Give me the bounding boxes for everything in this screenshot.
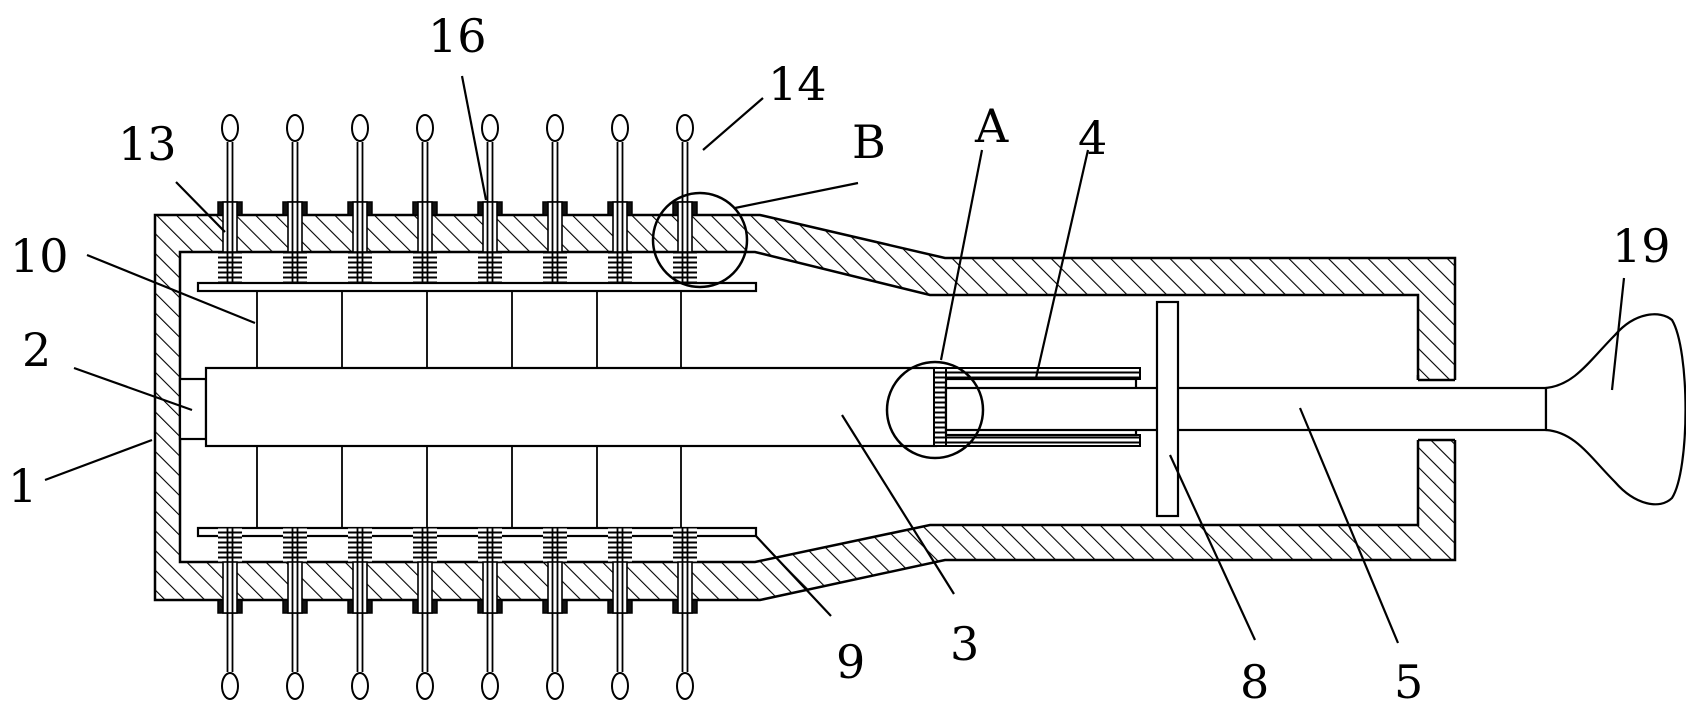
guide-tube xyxy=(547,201,563,253)
needle-assembly xyxy=(672,528,698,700)
handle-knob xyxy=(1544,313,1686,506)
guide-tube xyxy=(417,561,433,614)
needle-assembly xyxy=(542,528,568,700)
bulb-tip xyxy=(546,672,564,700)
label-14: 14 xyxy=(768,57,827,111)
label-19: 19 xyxy=(1612,219,1671,273)
spring xyxy=(218,252,242,283)
spring xyxy=(413,252,437,283)
guide-tube xyxy=(677,561,693,614)
guide-tube xyxy=(287,561,303,614)
detail-circle-a xyxy=(885,360,985,460)
central-rod xyxy=(204,366,938,448)
label-13: 13 xyxy=(118,117,177,171)
bulb-tip xyxy=(546,114,564,142)
spring xyxy=(608,252,632,283)
spring xyxy=(283,252,307,283)
upper-plate xyxy=(196,281,758,293)
needle-assembly xyxy=(477,114,503,283)
bulb-tip xyxy=(611,672,629,700)
needle-assembly xyxy=(282,528,308,700)
bulb-tip xyxy=(416,114,434,142)
bulb-tip xyxy=(676,114,694,142)
guide-tube xyxy=(352,201,368,253)
needle-assembly xyxy=(347,528,373,700)
needle-assembly xyxy=(347,114,373,283)
spring xyxy=(283,528,307,562)
bulb-tip xyxy=(481,114,499,142)
spring xyxy=(478,252,502,283)
label-3: 3 xyxy=(950,617,979,671)
label-5: 5 xyxy=(1394,655,1423,709)
bulb-tip xyxy=(286,672,304,700)
spring xyxy=(348,528,372,562)
guide-tube xyxy=(612,201,628,253)
spring xyxy=(478,528,502,562)
guide-tube xyxy=(287,201,303,253)
label-10: 10 xyxy=(10,229,69,283)
guide-tube xyxy=(222,201,238,253)
bulb-tip xyxy=(286,114,304,142)
needle-assembly xyxy=(542,114,568,283)
bulb-tip xyxy=(611,114,629,142)
bulb-tip xyxy=(351,114,369,142)
spring xyxy=(608,528,632,562)
guide-tube xyxy=(612,561,628,614)
spring xyxy=(543,528,567,562)
lower-plate xyxy=(196,526,758,538)
needle-assembly xyxy=(607,114,633,283)
spring xyxy=(218,528,242,562)
bulb-tip xyxy=(416,672,434,700)
needle-assembly xyxy=(477,528,503,700)
label-9: 9 xyxy=(836,635,865,689)
spring xyxy=(413,528,437,562)
bulb-tip xyxy=(481,672,499,700)
left-end-stub xyxy=(178,377,208,441)
label-8: 8 xyxy=(1240,655,1269,709)
label-b: B xyxy=(852,115,886,169)
bulb-tip xyxy=(351,672,369,700)
needle-assembly xyxy=(412,114,438,283)
label-16: 16 xyxy=(428,9,487,63)
detail-circle-b xyxy=(651,191,749,289)
part-labels: 1 2 10 13 16 14 B A 4 19 3 9 8 5 xyxy=(8,9,1671,709)
needle-assembly xyxy=(672,114,698,283)
bulb-tip xyxy=(221,672,239,700)
guide-tube xyxy=(547,561,563,614)
stop-disc xyxy=(1155,300,1180,518)
spring xyxy=(348,252,372,283)
guide-tube xyxy=(417,201,433,253)
upper-needles xyxy=(217,114,698,283)
needle-assembly xyxy=(217,114,243,283)
guide-tube xyxy=(677,201,693,253)
label-a: A xyxy=(974,99,1009,153)
guide-tube xyxy=(482,561,498,614)
spring xyxy=(673,252,697,283)
upper-spacer-blocks xyxy=(256,290,682,369)
label-1: 1 xyxy=(8,459,37,513)
lower-spacer-blocks xyxy=(256,445,682,529)
leader-lines xyxy=(44,75,1626,644)
label-2: 2 xyxy=(22,323,51,377)
bulb-tip xyxy=(676,672,694,700)
push-shaft xyxy=(944,386,1548,432)
spring xyxy=(543,252,567,283)
label-4: 4 xyxy=(1078,111,1107,165)
spring xyxy=(673,528,697,562)
lower-needles xyxy=(217,528,698,700)
bulb-tip xyxy=(221,114,239,142)
guide-tube xyxy=(222,561,238,614)
guide-tube xyxy=(352,561,368,614)
needle-assembly xyxy=(282,114,308,283)
needle-assembly xyxy=(607,528,633,700)
guide-tube xyxy=(482,201,498,253)
needle-assembly xyxy=(412,528,438,700)
needle-assembly xyxy=(217,528,243,700)
